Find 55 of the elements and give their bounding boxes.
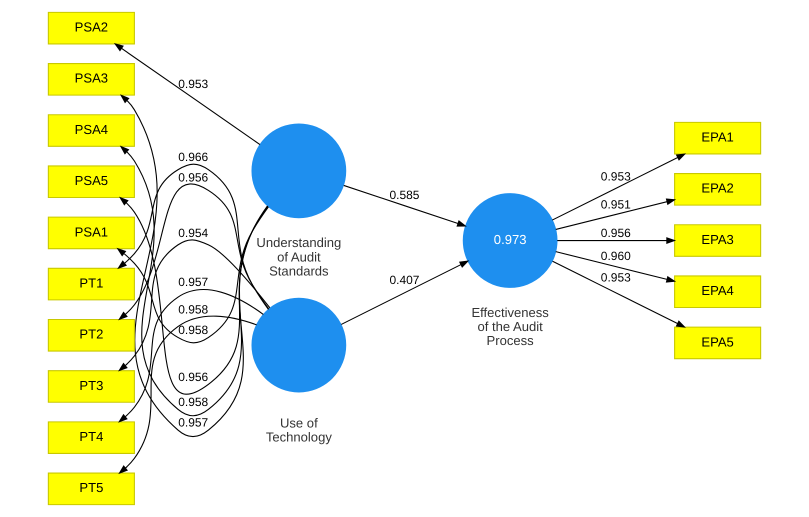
node-label: Use of Technology	[266, 415, 332, 445]
edge-label: 0.956	[178, 370, 208, 384]
arrow	[341, 260, 470, 325]
edge-label: 0.960	[600, 248, 631, 263]
arrow	[556, 251, 676, 283]
edge-label: 0.953	[600, 169, 631, 184]
node-box: PSA2	[48, 12, 135, 44]
node-box: EPA1	[674, 122, 762, 154]
arrow	[118, 184, 270, 320]
node-box: PT5	[48, 472, 135, 506]
arrow	[120, 94, 268, 437]
edge-label: 0.958	[178, 302, 208, 316]
arrow	[120, 146, 268, 416]
node-box: EPA4	[674, 275, 762, 308]
node-box: PT2	[48, 318, 135, 352]
edge-label: 0.407	[390, 272, 420, 287]
node-box: PT4	[48, 421, 135, 454]
node-box: EPA2	[674, 173, 762, 206]
arrow	[552, 260, 686, 328]
edge-label: 0.956	[178, 170, 208, 184]
node-box: PSA3	[48, 63, 135, 96]
arrow	[557, 237, 676, 244]
node-box: EPA5	[674, 326, 762, 360]
edge-label: 0.958	[178, 322, 208, 337]
node-box: EPA3	[674, 224, 762, 257]
edge-label: 0.953	[600, 270, 631, 285]
edge-label: 0.585	[390, 188, 420, 202]
node-label: Understanding of Audit Standards	[256, 235, 342, 278]
arrow	[118, 239, 270, 372]
arrow	[117, 164, 269, 310]
edge-label: 0.958	[178, 394, 208, 409]
arrow	[556, 198, 676, 230]
arrow	[119, 196, 268, 394]
node-box: PT3	[48, 370, 135, 403]
node-circle	[251, 298, 346, 392]
edge-label: 0.966	[178, 150, 208, 164]
edge-label: 0.953	[178, 76, 208, 91]
arrow	[116, 206, 269, 344]
node-box: PSA1	[48, 216, 135, 250]
node-circle: 0.973	[462, 193, 558, 288]
node-circle	[251, 123, 346, 218]
edge-label: 0.954	[178, 226, 208, 240]
arrow	[114, 43, 260, 145]
edge-label: 0.956	[600, 226, 631, 240]
edge-label: 0.951	[600, 198, 631, 212]
arrow	[344, 184, 467, 227]
edge-label: 0.957	[178, 416, 208, 430]
node-box: PT1	[48, 268, 135, 300]
node-box: PSA4	[48, 114, 135, 147]
node-label: Effectiveness of the Audit Process	[471, 304, 549, 348]
arrow	[552, 153, 686, 221]
node-box: PSA5	[48, 165, 135, 198]
arrow	[118, 316, 257, 474]
edge-label: 0.957	[178, 275, 208, 290]
arrow	[118, 289, 264, 423]
